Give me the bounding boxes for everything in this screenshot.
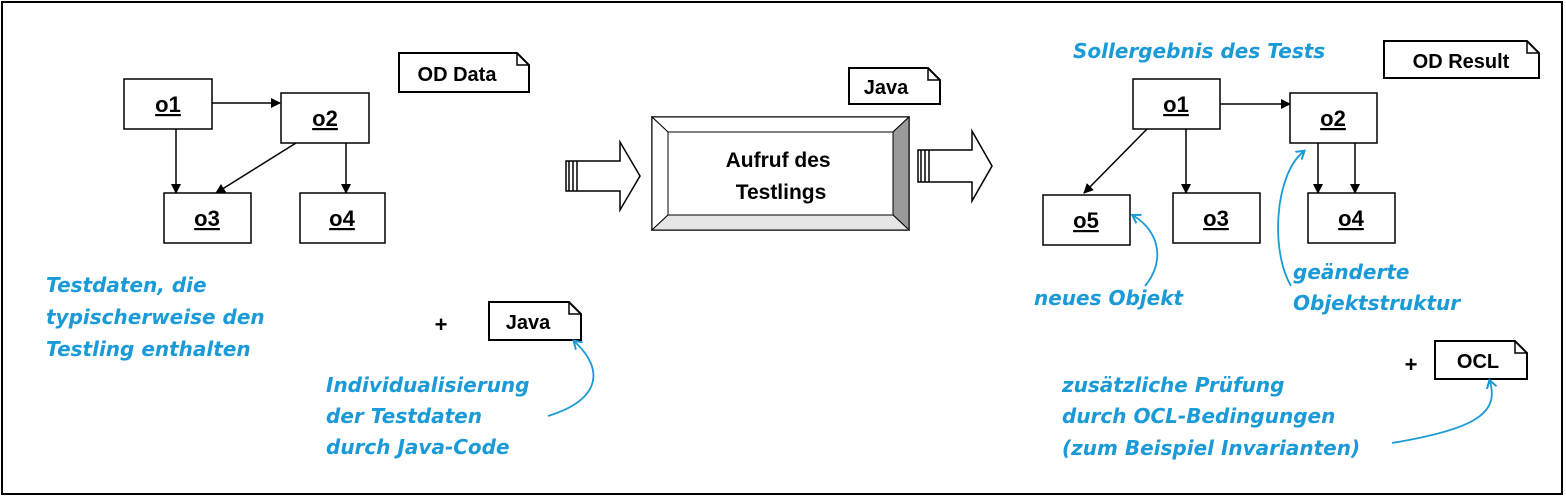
od-data-tag: OD Data [398,52,530,93]
od-result-tag-label: OD Result [1413,51,1510,73]
left-object-o2[interactable]: o2 [280,92,370,144]
object-label: o2 [312,106,338,131]
changed-structure-note: geänderte Objektstruktur [1293,260,1461,315]
link-o2-o3 [215,142,297,194]
object-label: o1 [1163,92,1189,117]
object-label: o2 [1320,106,1346,131]
od-result-tag: OD Result [1383,40,1540,79]
changed-structure-pointer [1277,152,1303,287]
object-label: o5 [1073,208,1099,233]
right-object-o5[interactable]: o5 [1042,194,1131,246]
ocl-note: zusätzliche Prüfung durch OCL-Bedingunge… [1061,373,1360,460]
object-label: o1 [155,92,181,117]
testling-call-label: Aufruf des Testlings [726,149,837,204]
java-note-pointer [547,342,595,417]
left-object-o3[interactable]: o3 [163,192,252,244]
ocl-tag: OCL [1434,340,1528,380]
right-object-o1[interactable]: o1 [1132,78,1221,130]
object-label: o4 [329,206,355,231]
object-label: o3 [194,206,220,231]
ocl-note-pointer [1391,382,1492,444]
ocl-tag-label: OCL [1457,351,1499,373]
right-object-o3[interactable]: o3 [1172,192,1261,244]
right-object-o2[interactable]: o2 [1289,92,1378,144]
expected-result-title: Sollergebnis des Tests [1073,39,1325,63]
center-java-tag: Java [848,67,941,105]
testdata-note: Testdaten, die typischerweise den Testli… [46,273,272,361]
testling-call-box: Aufruf des Testlings [650,115,911,232]
plus-sign-right: + [1405,352,1418,377]
plus-sign-left: + [435,312,448,337]
object-label: o3 [1203,206,1229,231]
left-object-o1[interactable]: o1 [123,78,213,130]
new-object-note: neues Objekt [1034,286,1185,310]
object-label: o4 [1338,206,1364,231]
left-object-o4[interactable]: o4 [299,192,386,244]
right-object-o4[interactable]: o4 [1307,192,1396,244]
left-links [171,98,351,194]
right-links [1083,99,1360,194]
input-arrow [565,139,641,213]
new-object-pointer [1134,216,1159,287]
link-o1-o5 [1083,128,1148,194]
output-arrow [917,128,993,204]
center-java-tag-label: Java [864,77,909,99]
java-note: Individualisierung der Testdaten durch J… [326,373,536,459]
od-data-tag-label: OD Data [418,64,498,86]
left-java-tag-label: Java [506,312,551,334]
left-java-tag: Java [488,301,582,341]
